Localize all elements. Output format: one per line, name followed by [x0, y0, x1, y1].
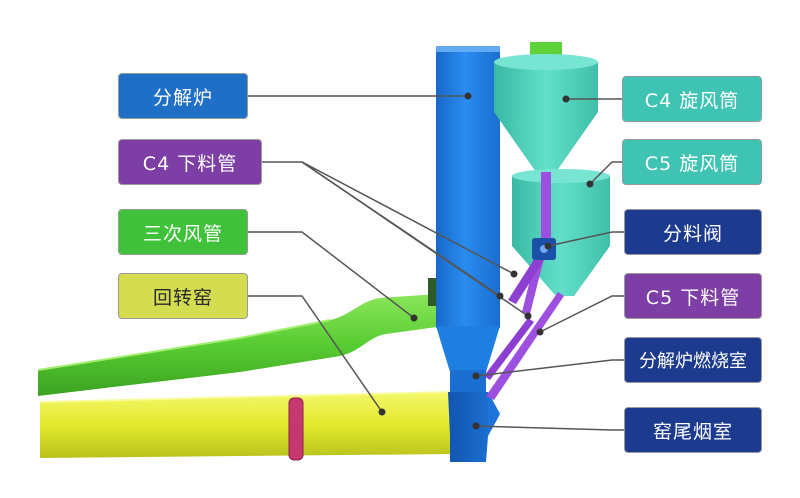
label-splitter-valve: 分料阀	[624, 209, 762, 255]
label-c4-downcomer: C4 下料管	[118, 139, 262, 185]
kiln-tyre	[288, 397, 304, 461]
label-kiln-inlet-chamber: 窑尾烟室	[624, 407, 762, 453]
label-tertiary-air-duct: 三次风管	[118, 209, 248, 255]
leader-lines	[248, 95, 624, 431]
label-rotary-kiln: 回转窑	[118, 273, 248, 319]
label-c5-cyclone: C5 旋风筒	[622, 139, 762, 185]
label-c5-downcomer: C5 下料管	[624, 273, 762, 319]
label-calciner-combustion-chamber: 分解炉燃烧室	[624, 337, 762, 383]
c4-downcomer-pipes	[508, 172, 556, 314]
c4-cyclone	[494, 42, 598, 172]
rotary-kiln	[39, 391, 453, 461]
leader-dots	[378, 92, 594, 430]
label-calciner: 分解炉	[118, 73, 248, 119]
label-c4-cyclone: C4 旋风筒	[622, 76, 762, 122]
